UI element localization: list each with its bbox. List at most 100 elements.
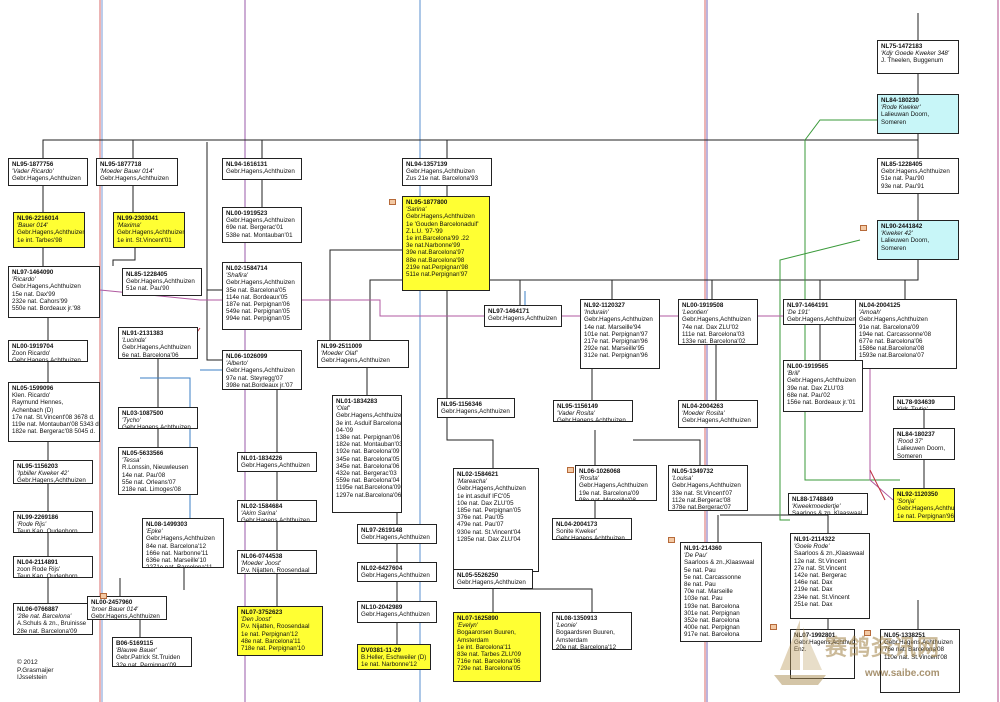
card-line: Teun Kap, Oudenhorn: [17, 528, 78, 533]
card-line: 511e nat.Perpignan'97: [406, 271, 468, 279]
card-line: 549e nat. Perpignan'05: [226, 308, 290, 316]
card-line: 'Louisa': [672, 475, 693, 483]
card-line: 'Kweker 42': [881, 230, 913, 238]
card-line: 8e nat. Pau: [684, 581, 716, 589]
ring-number: DV0381-11-29: [361, 647, 401, 654]
card-line: Gebr.Hagens,Achthuizen: [361, 572, 430, 580]
ring-number: NL00-1919508: [682, 302, 724, 309]
card-line: Gebr.Hagens,Achthuizen: [226, 279, 295, 287]
card-line: 193e nat. Barcelona: [684, 602, 740, 610]
ring-number: NL95-1877800: [406, 199, 448, 206]
card-line: 'Tessa': [122, 457, 141, 465]
card-line: 27e nat. St.Vincent: [794, 564, 847, 572]
pigeon-card: NL97-1464191'De 191'Gebr.Hagens,Achthuiz…: [783, 299, 863, 325]
card-line: J. Theelen, Buggenum: [881, 57, 944, 65]
card-line: Gebr.Hagens,Achthuizen: [556, 535, 625, 540]
ring-number: NL02-1584621: [457, 471, 499, 478]
card-line: 119e nat. Montauban'08 5343 d.: [12, 421, 100, 429]
card-line: 97e nat. Steyregg'07: [226, 374, 283, 382]
photo-icon[interactable]: [567, 467, 574, 473]
card-line: 1e nat. Perpignan'12: [241, 630, 298, 638]
ring-number: NL97-1464090: [12, 269, 54, 276]
card-line: 1285e nat. Dax ZLU'04: [457, 535, 521, 543]
card-line: Lalieuwen Doorn,: [897, 445, 946, 453]
pigeon-card: NL02-1584621'Mareacha'Gebr.Hagens,Achthu…: [453, 468, 539, 572]
photo-icon[interactable]: [389, 199, 396, 205]
photo-icon[interactable]: [860, 225, 867, 231]
ring-number: NL02-6427604: [361, 565, 403, 572]
ring-number: NL95-1877718: [100, 161, 142, 168]
ring-number: NL05-1599096: [12, 385, 54, 392]
card-line: 538e nat. Montauban'01: [226, 231, 293, 239]
pigeon-card: NL84-180237'Rood 37'Lalieuwen Doorn,Some…: [893, 428, 955, 460]
card-line: 'Evelyn': [457, 622, 478, 630]
card-line: 84e nat. Barcelona'12: [146, 542, 207, 550]
card-line: 1593e nat.Barcelona'07: [859, 352, 925, 360]
card-line: 345e nat. Barcelona'06: [336, 462, 400, 470]
card-line: Gebr.Hagens,Achthuizen: [336, 412, 402, 420]
connector-line: [140, 369, 222, 521]
ring-number: NL00-1919704: [12, 343, 54, 350]
card-line: Gebr.Hagens,Achthuizen: [12, 175, 81, 183]
card-line: B.Heller, Eschweiler (D): [361, 654, 427, 662]
ring-number: NL96-2216014: [17, 215, 59, 222]
card-line: 550e nat. Bordeaux jr.'98: [12, 305, 81, 313]
card-line: Lalieuwan Doorn,: [881, 111, 930, 119]
card-line: Gebr.Hagens,Achthuizen: [441, 408, 510, 416]
ring-number: NL97-2619148: [361, 527, 403, 534]
card-line: 10e nat. Dax ZLU'05: [457, 499, 514, 507]
card-line: 'Kdjr Goede Kweker 348': [881, 50, 950, 58]
card-line: 1e nat. Narbonne'12: [361, 661, 417, 669]
card-line: Gebr.Hagens,Achthuizen: [672, 482, 741, 490]
card-line: 70e nat. Marseille: [684, 588, 733, 596]
card-line: 166e nat. Narbonne'11: [146, 549, 209, 557]
ring-number: NL06-0766887: [17, 606, 59, 613]
card-line: 2271e nat. Barcelona'11: [146, 564, 213, 568]
card-line: 5e nat. Carcassonne: [684, 573, 742, 581]
pigeon-card: NL91-214360'De Pau'Saarloos & zn.,Klaasw…: [680, 542, 762, 642]
card-line: Someren: [881, 244, 907, 252]
pigeon-card: NL08-1350913'Leonie'Bogaardsren Buuren,A…: [552, 612, 632, 650]
card-line: 312e nat. Perpignan'96: [584, 352, 648, 360]
pigeon-card: NL95-1877800'Sarina'Gebr.Hagens,Achthuiz…: [402, 196, 490, 291]
photo-icon[interactable]: [100, 593, 107, 599]
photo-icon[interactable]: [864, 630, 871, 636]
card-line: 1e int.asduif IFC'05: [457, 492, 511, 500]
card-line: Gebr.Hagens,Achthuizen: [682, 316, 751, 324]
pigeon-card: NL91-2114322'Goele Rode'Saarloos & zn.,K…: [790, 533, 870, 619]
card-line: Gebr.Hagens,Achthuizen: [226, 367, 295, 375]
card-line: 51e nat. Pau'90: [881, 175, 925, 183]
card-line: 39e nat.Barcelona'97: [406, 249, 465, 257]
card-line: 1e int. Barcelona'11: [457, 643, 512, 651]
card-line: Gebr.Hagens,Achthuizen: [122, 344, 191, 352]
ring-number: NL02-1584684: [241, 503, 283, 510]
card-line: Gebr.Hagens,Achthuizen: [488, 315, 557, 323]
card-line: 'Rosita': [579, 475, 599, 483]
card-line: 88e nat.Barcelona'98: [406, 256, 465, 264]
card-line: 'Den Joost': [241, 616, 272, 624]
photo-icon[interactable]: [770, 624, 777, 630]
ring-number: NL10-2042989: [361, 604, 403, 611]
card-line: 219e nat. Dax: [794, 586, 833, 594]
card-line: Gebr.Hagens,Achthuizen: [361, 611, 430, 619]
card-line: 194e nat. Carcassonne'08: [859, 330, 932, 338]
card-line: 'Vader Rosita': [557, 410, 595, 418]
photo-icon[interactable]: [668, 537, 675, 543]
card-line: 'Olaf': [336, 405, 350, 413]
connector-line: [42, 13, 919, 305]
card-line: 55e nat. Orleans'07: [122, 478, 176, 486]
card-line: 1e 'Gouden Barcelonaduif': [406, 220, 479, 228]
card-line: Someren: [897, 452, 923, 460]
credit-year: © 2012: [17, 659, 38, 666]
pigeon-card: NL95-1877756'Vader Ricardo'Gebr.Hagens,A…: [8, 158, 88, 186]
card-line: 19e nat. Barcelona'09: [579, 489, 640, 497]
card-line: Gebr.Hagens,Achthuizen: [787, 377, 856, 385]
pigeon-card: NL95-1156149'Vader Rosita'Gebr.Hagens,Ac…: [553, 400, 633, 422]
